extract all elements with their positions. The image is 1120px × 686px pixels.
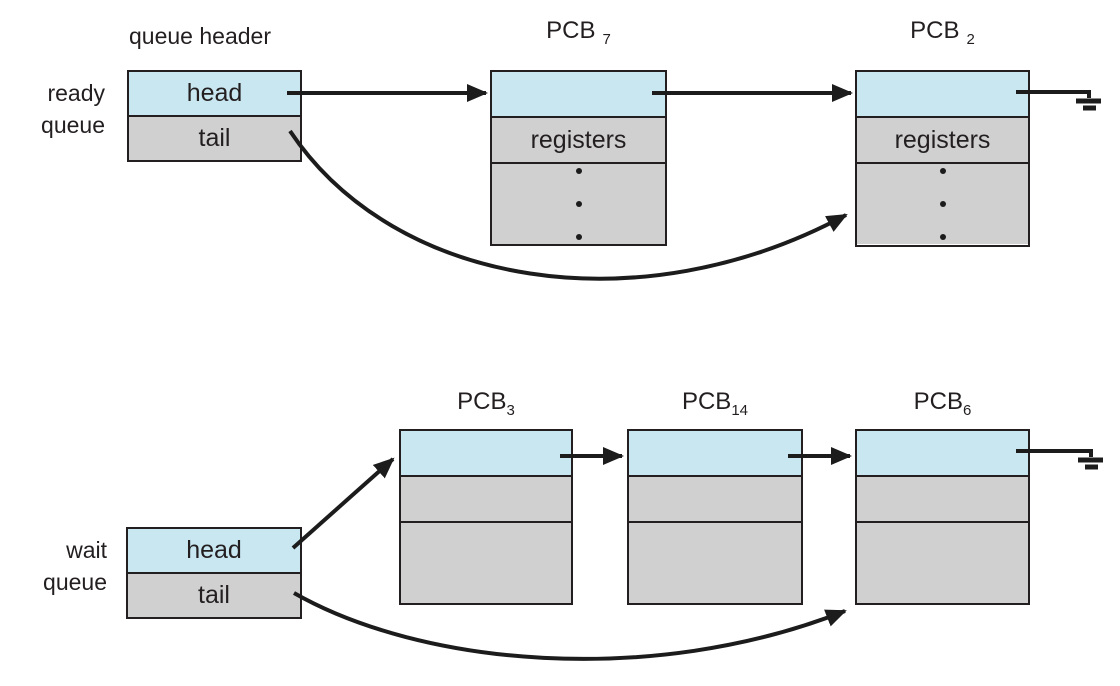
pcb7-registers-cell: registers [492,116,665,162]
pcb6-title-name: PCB [913,388,963,415]
ellipsis-dot [575,201,582,207]
wait-queue-label: wait queue [10,534,107,598]
pcb7-title-subscript: 7 [602,30,611,48]
ellipsis-dot [575,168,582,174]
pcb7-link-cell [492,72,665,116]
pcb7-title-name: PCB [546,17,596,44]
pcb6-box [855,429,1030,605]
pcb3-title-name: PCB [457,388,507,415]
pcb14-box [627,429,803,605]
pcb14-registers-cell [629,475,801,521]
pcb7-box: registers [490,70,667,246]
pcb14-link-cell [629,431,801,475]
pcb6-body-cell [857,521,1028,603]
vertical-ellipsis-icon [857,164,1028,244]
pcb14-title-subscript: 14 [731,401,749,419]
wait-tail-cell: tail [128,572,300,617]
pcb3-title: PCB3 [399,387,573,418]
ready-queue-label-line2: queue [41,112,105,138]
pcb2-link-cell [857,72,1028,116]
pcb2-title: PCB 2 [855,16,1030,47]
ready-queue-header-box: head tail [127,70,302,162]
pcb2-body-cell [857,162,1028,244]
ready-queue-label-line1: ready [47,80,105,106]
pcb3-link-cell [401,431,571,475]
ellipsis-dot [939,168,946,174]
pcb3-title-subscript: 3 [506,401,515,419]
pcb6-link-cell [857,431,1028,475]
ellipsis-dot [939,201,946,207]
ready-queue-label: ready queue [10,77,105,141]
ellipsis-dot [575,234,582,240]
pcb14-body-cell [629,521,801,603]
queue-header-label: queue header [129,23,271,49]
wait-queue-header-box: head tail [126,527,302,619]
wait-head-pointer-arrow [291,457,395,550]
pcb6-title-subscript: 6 [963,401,972,419]
pcb2-registers-cell: registers [857,116,1028,162]
pcb7-title: PCB 7 [490,16,667,47]
pcb6-title: PCB6 [855,387,1030,418]
pcb14-title-name: PCB [681,388,732,415]
pcb2-title-name: PCB [910,17,960,44]
vertical-ellipsis-icon [492,164,665,244]
pcb14-title: PCB14 [627,387,803,418]
wait-queue-label-line1: wait [66,537,107,563]
pcb2-box: registers [855,70,1030,247]
pcb3-body-cell [401,521,571,603]
wait-head-cell: head [128,529,300,572]
pcb6-registers-cell [857,475,1028,521]
wait-queue-label-line2: queue [43,569,107,595]
pcb7-body-cell [492,162,665,244]
ready-tail-cell: tail [129,115,300,160]
pcb3-box [399,429,573,605]
ellipsis-dot [939,234,946,240]
pcb3-registers-cell [401,475,571,521]
pcb2-title-subscript: 2 [966,30,975,48]
ready-head-cell: head [129,72,300,115]
